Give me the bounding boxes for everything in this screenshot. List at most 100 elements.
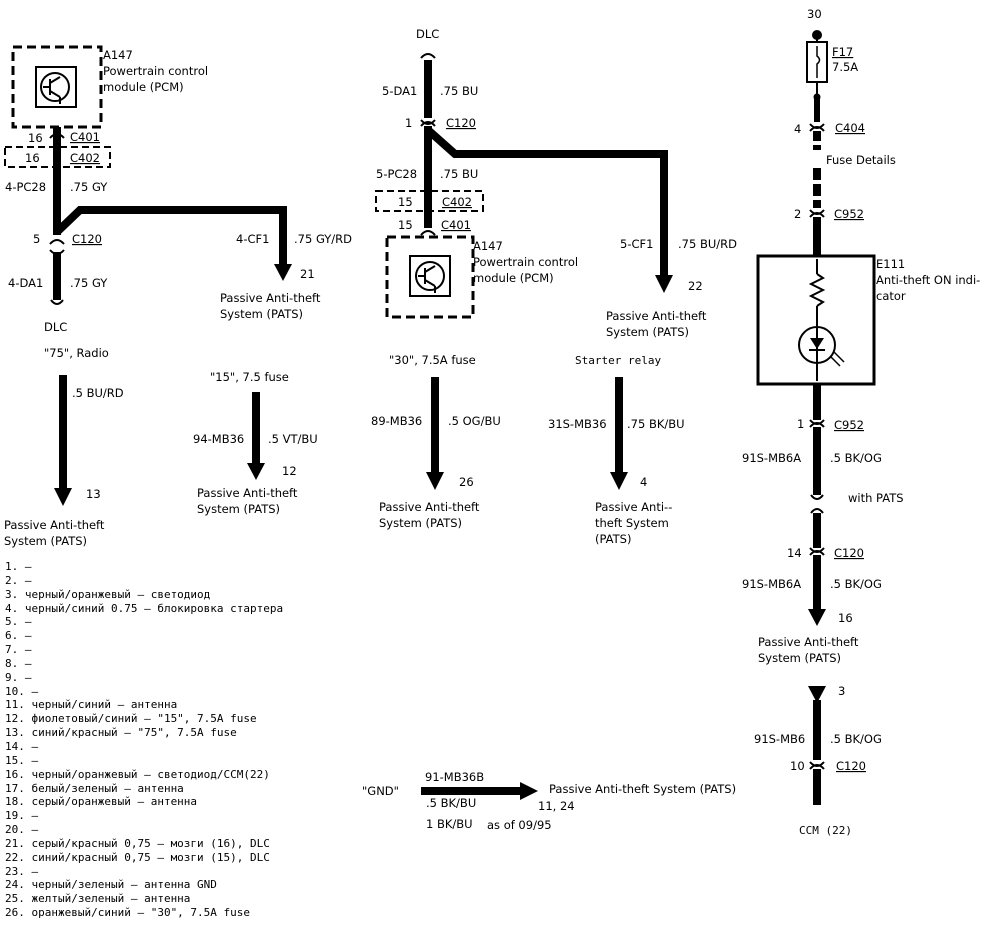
wire-spec-4-da1: .75 GY	[70, 276, 108, 290]
label-c402-left: C402	[70, 151, 100, 165]
pats-label-4-3: (PATS)	[595, 532, 631, 546]
source-fuse30: "30", 7.5A fuse	[389, 353, 476, 367]
pin-22: 22	[688, 279, 703, 293]
pcm-id-left: A147	[103, 48, 133, 62]
pcm-name-left-2: module (PCM)	[103, 80, 184, 94]
pats-label-4-1: Passive Anti--	[595, 500, 672, 514]
pin-list-item: 10. –	[5, 684, 39, 698]
pin-list-item: 26. оранжевый/синий – "30", 7.5A fuse	[5, 906, 251, 920]
wire-spec-94-mb36: .5 VT/BU	[268, 432, 318, 446]
pats-label-12-2: System (PATS)	[197, 502, 280, 516]
wire-spec-4-cf1: .75 GY/RD	[294, 232, 352, 246]
pcm-name-center-2: module (PCM)	[473, 271, 554, 285]
wire-spec-5-cf1: .75 BU/RD	[678, 237, 737, 251]
pcm-name-left-1: Powertrain control	[103, 64, 208, 78]
wire-spec-gnd-2: 1 BK/BU	[426, 817, 473, 831]
circuit-5-da1: 5-DA1	[382, 84, 417, 98]
pin-list-item: 6. –	[5, 629, 32, 643]
pats-label-13-2: System (PATS)	[4, 534, 87, 548]
pin-16: 16	[838, 611, 853, 625]
pin-c120-right: 14	[787, 546, 802, 560]
pin-c402-center: 15	[398, 195, 413, 209]
pats-label-gnd: Passive Anti-theft System (PATS)	[549, 782, 736, 796]
source-fuse15: "15", 7.5 fuse	[210, 370, 289, 384]
pin-3: 3	[838, 684, 845, 698]
arrow-pin-3	[808, 686, 826, 703]
center-circuit: DLC 5-DA1 .75 BU 1 C120 5-PC28 .75 BU 5-…	[375, 27, 737, 339]
arrow-pin-16	[808, 609, 826, 626]
pcm-box-center	[385, 235, 475, 319]
label-c401-center: C401	[441, 218, 471, 232]
ccm-label: CCM (22)	[799, 824, 852, 837]
wire-spec-91s-mb6a-1: .5 BK/OG	[830, 451, 882, 465]
gnd-circuit: "GND" 91-MB36B .5 BK/BU 1 BK/BU as of 09…	[362, 770, 736, 832]
pins-11-24: 11, 24	[538, 799, 575, 813]
circuit-5-cf1: 5-CF1	[620, 237, 653, 251]
circuit-4-pc28: 4-PC28	[5, 180, 46, 194]
label-c120-left: C120	[72, 232, 102, 246]
dlc-label-left: DLC	[44, 320, 67, 334]
label-c120-center: C120	[446, 116, 476, 130]
pin-list-item: 3. черный/оранжевый – светодиод	[5, 587, 211, 601]
pin-list-item: 16. черный/оранжевый – светодиод/CCM(22)	[5, 767, 270, 781]
pats-label-4-2: theft System	[595, 516, 669, 530]
note-as-of: as of 09/95	[487, 818, 552, 832]
pats-label-26-1: Passive Anti-theft	[379, 500, 480, 514]
splice-with-pats	[810, 494, 824, 500]
label-c401-left: C401	[70, 130, 100, 144]
pats-label-22-1: Passive Anti-theft	[606, 309, 707, 323]
pin-list-item: 21. серый/красный 0,75 – мозги (16), DLC	[5, 836, 270, 850]
pin-list-item: 1. –	[5, 560, 32, 573]
wire-5-cf1	[425, 127, 668, 278]
wire-spec-91s-mb6a-2: .5 BK/OG	[830, 577, 882, 591]
wire-spec-5-pc28: .75 BU	[440, 167, 478, 181]
pin-list-item: 12. фиолетовый/синий – "15", 7.5A fuse	[5, 712, 257, 726]
pats-label-16-1: Passive Anti-theft	[758, 635, 859, 649]
wire-spec-91s-mb6: .5 BK/OG	[830, 732, 882, 746]
pats-label-21-1: Passive Anti-theft	[220, 291, 321, 305]
pin-c401-left: 16	[28, 131, 43, 145]
pin-list-item: 25. желтый/зеленый – антенна	[5, 892, 191, 906]
pin-list-item: 19. –	[5, 809, 39, 823]
pin-list-item: 20. –	[5, 823, 39, 837]
indicator-id: E111	[876, 257, 905, 271]
pin-list-item: 24. черный/зеленый – антенна GND	[5, 878, 217, 892]
arrow-pin-12	[247, 463, 265, 480]
arrow-pin-22	[655, 275, 673, 293]
pcm-id-center: A147	[473, 239, 503, 253]
pats-label-22-2: System (PATS)	[606, 325, 689, 339]
pin-c404: 4	[794, 122, 801, 136]
connector-c401-left	[49, 133, 65, 139]
label-c402-center: C402	[442, 195, 472, 209]
pats-label-13-1: Passive Anti-theft	[4, 518, 105, 532]
connector-c120-left	[49, 239, 65, 245]
pin-c952-bottom: 1	[797, 417, 804, 431]
fuse-rating: 7.5A	[832, 60, 858, 74]
fuse-id: F17	[832, 45, 853, 59]
pin-list-item: 4. черный/синий 0.75 – блокировка старте…	[5, 601, 284, 615]
center-sub-starter: Starter relay 31S-MB36 .75 BK/BU 4 Passi…	[548, 354, 685, 546]
pin-21: 21	[300, 267, 315, 281]
indicator-name-1: Anti-theft ON indi-	[876, 273, 980, 287]
pin-list-item: 5. –	[5, 615, 32, 629]
right-circuit: 30 F17 7.5A 4 C404 Fuse Details 2 C952	[742, 7, 980, 837]
arrow-pins-11-24	[520, 782, 538, 800]
pin-c120-center: 1	[405, 116, 412, 130]
circuit-4-cf1: 4-CF1	[236, 232, 269, 246]
source-radio: "75", Radio	[44, 346, 109, 360]
label-c120-right: C120	[834, 546, 864, 560]
pin-c120-bottom: 10	[790, 759, 805, 773]
center-sub-fuse30: "30", 7.5A fuse 89-MB36 .5 OG/BU 26 Pass…	[371, 353, 501, 530]
source-starter-relay: Starter relay	[575, 354, 661, 367]
pats-label-21-2: System (PATS)	[220, 307, 303, 321]
arrow-pin-13	[54, 488, 72, 506]
connector-c120-center	[420, 119, 436, 125]
source-gnd: "GND"	[362, 784, 399, 798]
pats-label-26-2: System (PATS)	[379, 516, 462, 530]
pin-c952-top: 2	[794, 207, 801, 221]
pin-list-item: 18. серый/оранжевый – антенна	[5, 795, 198, 809]
terminal-30: 30	[807, 7, 822, 21]
circuit-91s-mb6: 91S-MB6	[754, 732, 805, 746]
